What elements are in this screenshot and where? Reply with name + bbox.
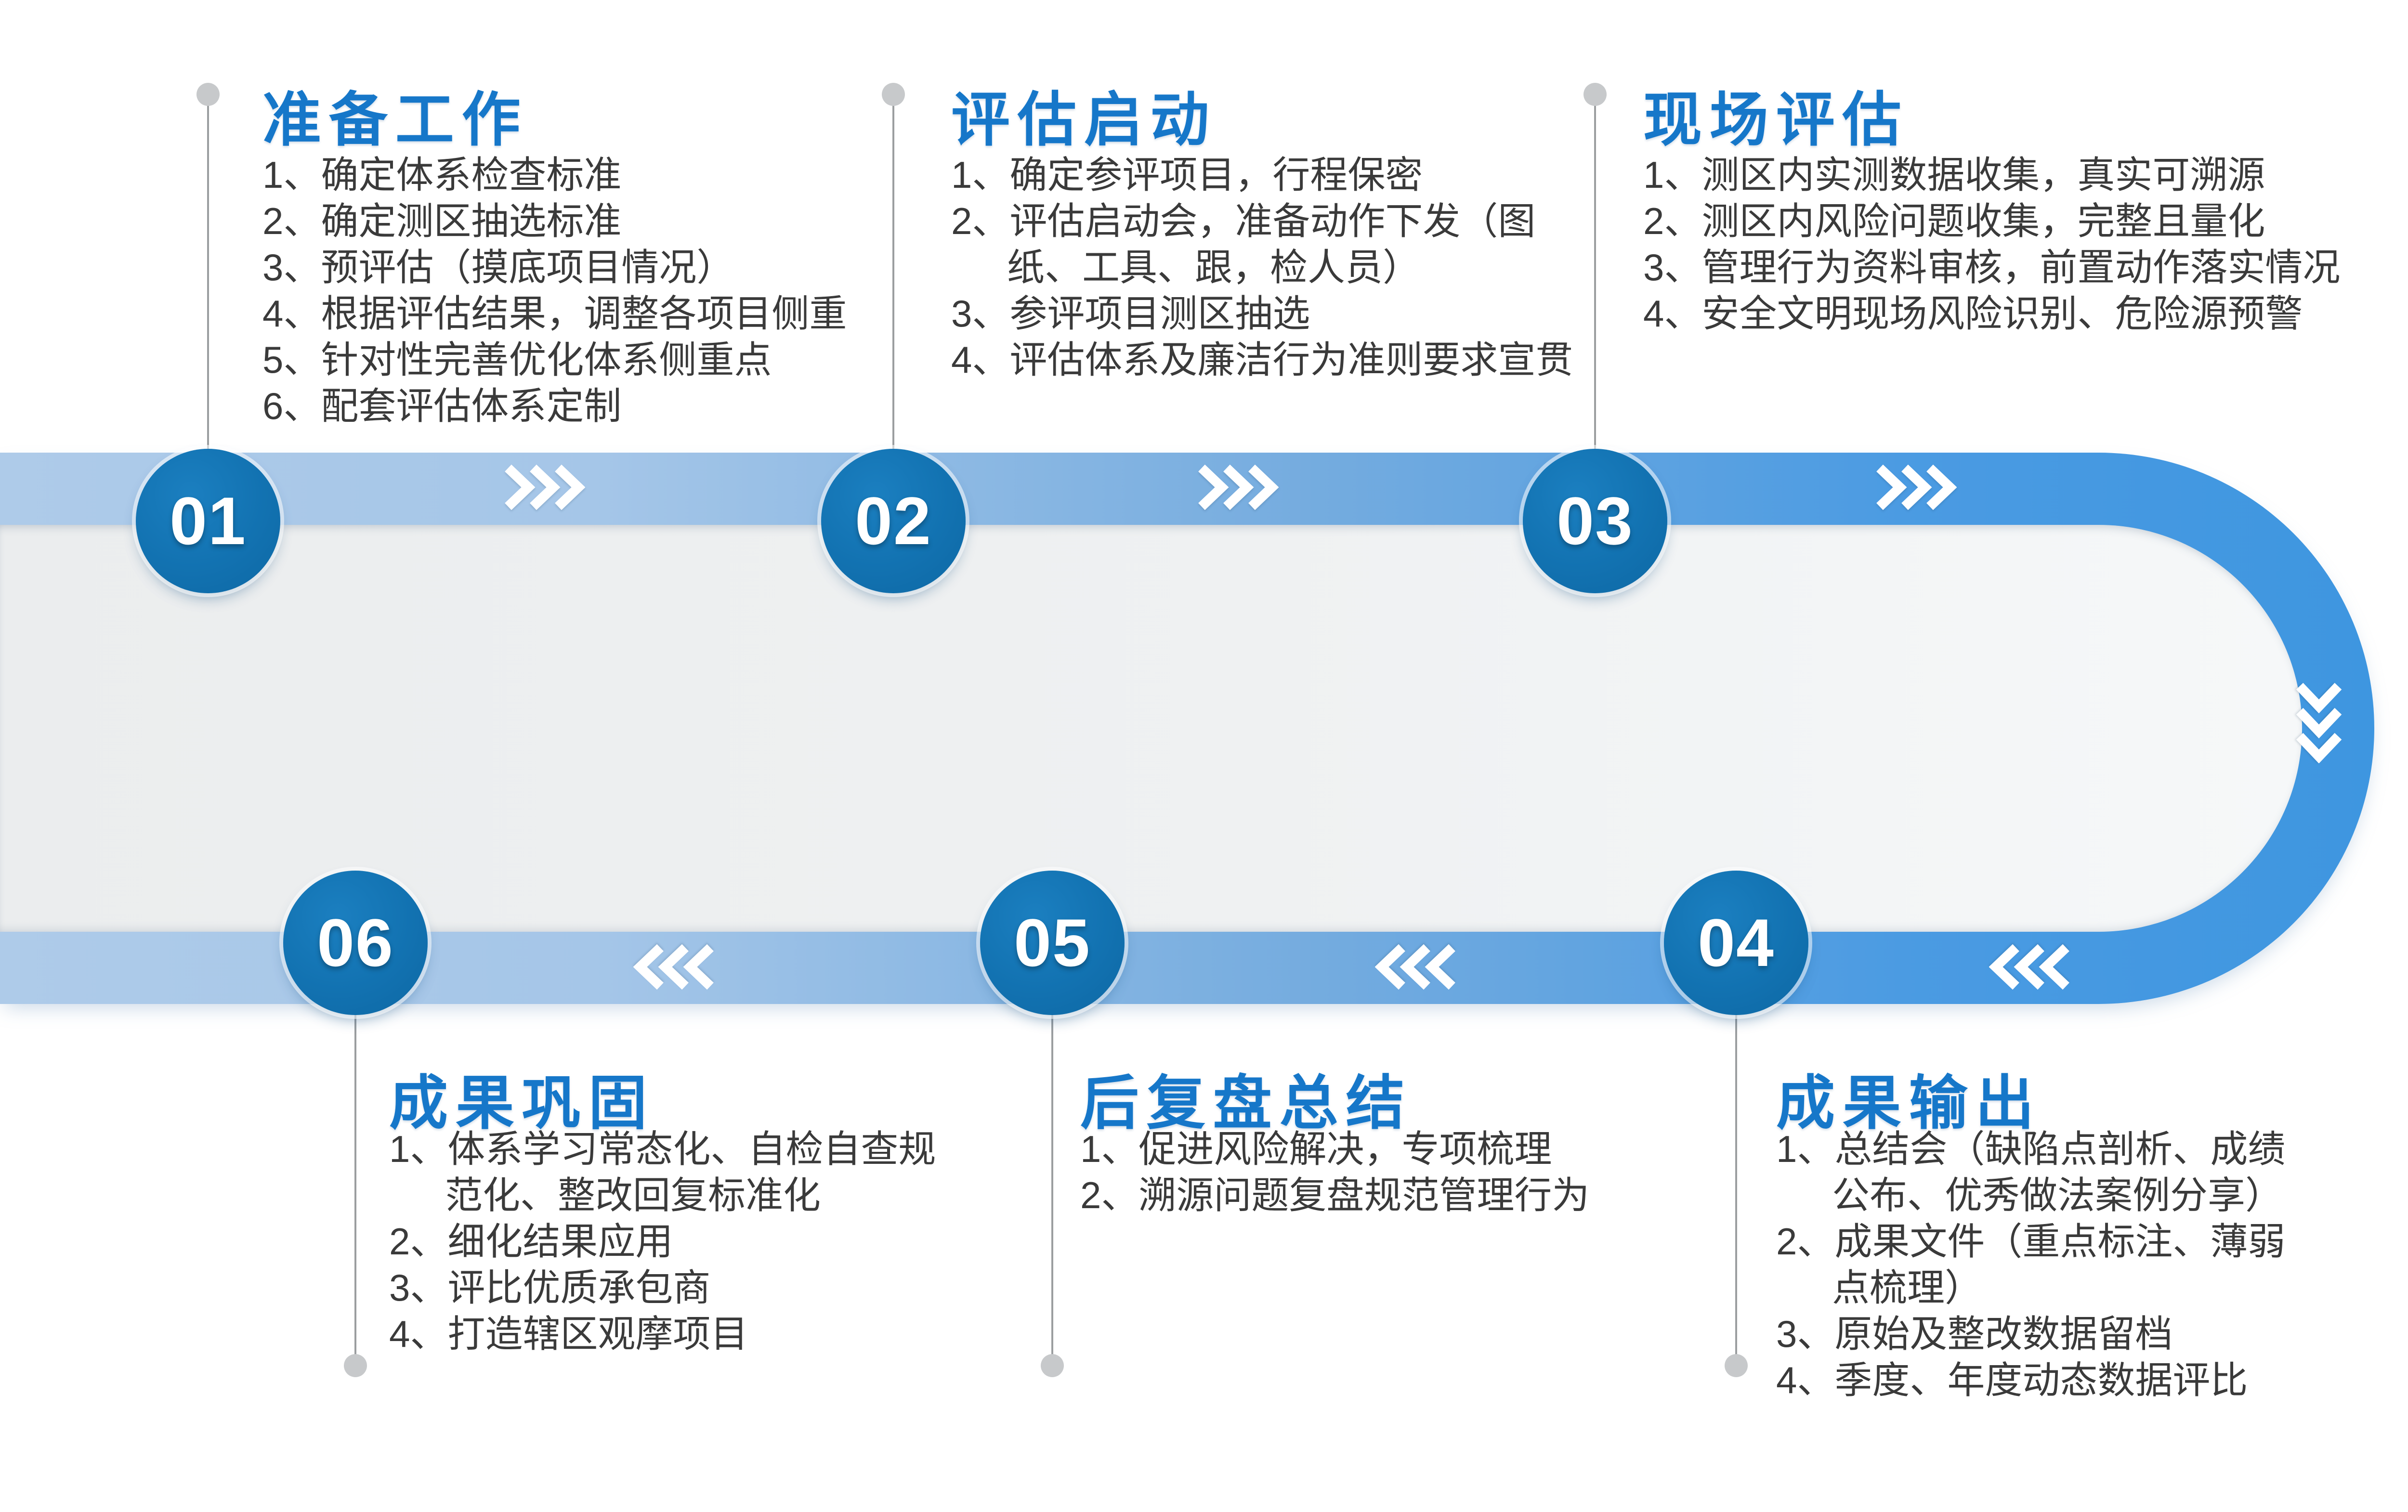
chevron-left-icon xyxy=(633,944,715,990)
connector-line xyxy=(207,94,209,523)
stage-item: 4、评估体系及廉洁行为准则要求宣贯 xyxy=(951,339,1573,381)
process-track-interior xyxy=(0,525,2302,932)
chevron-down-icon xyxy=(2296,681,2342,763)
stage-item: 2、确定测区抽选标准 xyxy=(262,200,622,242)
connector-dot xyxy=(1041,1354,1064,1377)
stage-item: 2、评估启动会，准备动作下发（图纸、工具、跟，检人员） xyxy=(951,200,1536,288)
stage-item: 2、细化结果应用 xyxy=(389,1220,673,1263)
stage-item-list: 1、测区内实测数据收集，真实可溯源 2、测区内风险问题收集，完整且量化 3、管理… xyxy=(1643,152,2375,337)
step-node-04: 04 xyxy=(1664,871,1808,1015)
stage-title-kickoff: 评估启动 xyxy=(951,87,1217,153)
stage-item-list: 1、体系学习常态化、自检自查规范化、整改回复标准化 2、细化结果应用 3、评比优… xyxy=(389,1126,953,1357)
stage-title-preparation: 准备工作 xyxy=(262,87,528,153)
stage-item: 4、打造辖区观摩项目 xyxy=(389,1313,748,1355)
chevron-left-icon xyxy=(1989,944,2071,990)
stage-item: 1、测区内实测数据收集，真实可溯源 xyxy=(1643,154,2265,196)
connector-dot xyxy=(344,1354,367,1377)
step-node-03: 03 xyxy=(1523,449,1667,593)
step-node-05: 05 xyxy=(980,871,1125,1015)
step-node-06: 06 xyxy=(283,871,428,1015)
connector-dot xyxy=(1584,83,1607,106)
step-number: 03 xyxy=(1557,483,1634,559)
chevron-left-icon xyxy=(1375,944,1457,990)
stage-item: 3、管理行为资料审核，前置动作落实情况 xyxy=(1643,246,2341,288)
stage-item: 1、总结会（缺陷点剖析、成绩公布、优秀做法案例分享） xyxy=(1776,1128,2286,1216)
chevron-right-icon xyxy=(1197,464,1279,510)
connector-line xyxy=(892,94,894,523)
step-number: 01 xyxy=(170,483,247,559)
stage-item: 5、针对性完善优化体系侧重点 xyxy=(262,339,772,381)
connector-line xyxy=(354,943,356,1355)
stage-item: 1、体系学习常态化、自检自查规范化、整改回复标准化 xyxy=(389,1128,936,1216)
chevron-right-icon xyxy=(503,464,585,510)
stage-item-list: 1、确定参评项目，行程保密 2、评估启动会，准备动作下发（图纸、工具、跟，检人员… xyxy=(951,152,1592,383)
step-number: 05 xyxy=(1014,905,1091,980)
stage-item: 3、预评估（摸底项目情况） xyxy=(262,246,734,288)
connector-dot xyxy=(882,83,905,106)
stage-title-review-summary: 后复盘总结 xyxy=(1080,1070,1413,1136)
connector-dot xyxy=(196,83,220,106)
connector-line xyxy=(1051,943,1053,1355)
stage-item: 3、参评项目测区抽选 xyxy=(951,292,1310,335)
stage-item: 1、促进风险解决，专项梳理 xyxy=(1080,1128,1552,1170)
stage-item: 6、配套评估体系定制 xyxy=(262,385,622,427)
stage-title-onsite-evaluation: 现场评估 xyxy=(1643,87,1909,153)
stage-title-results-consolidation: 成果巩固 xyxy=(389,1070,655,1136)
stage-item-list: 1、促进风险解决，专项梳理 2、溯源问题复盘规范管理行为 xyxy=(1080,1126,1754,1218)
step-node-01: 01 xyxy=(136,449,280,593)
stage-item: 4、安全文明现场风险识别、危险源预警 xyxy=(1643,292,2303,335)
chevron-right-icon xyxy=(1875,464,1957,510)
stage-title-results-output: 成果输出 xyxy=(1776,1070,2042,1136)
connector-line xyxy=(1735,943,1737,1355)
stage-item: 2、溯源问题复盘规范管理行为 xyxy=(1080,1174,1590,1216)
connector-line xyxy=(1594,94,1596,523)
step-node-02: 02 xyxy=(821,449,966,593)
stage-item: 2、测区内风险问题收集，完整且量化 xyxy=(1643,200,2265,242)
step-number: 02 xyxy=(855,483,932,559)
step-number: 06 xyxy=(317,905,394,980)
step-number: 04 xyxy=(1698,905,1775,980)
stage-item: 1、确定参评项目，行程保密 xyxy=(951,154,1423,196)
stage-item: 4、季度、年度动态数据评比 xyxy=(1776,1359,2248,1401)
stage-item-list: 1、总结会（缺陷点剖析、成绩公布、优秀做法案例分享） 2、成果文件（重点标注、薄… xyxy=(1776,1126,2301,1403)
stage-item: 2、成果文件（重点标注、薄弱点梳理） xyxy=(1776,1220,2286,1309)
stage-item-list: 1、确定体系检查标准 2、确定测区抽选标准 3、预评估（摸底项目情况） 4、根据… xyxy=(262,152,889,429)
stage-item: 4、根据评估结果，调整各项目侧重 xyxy=(262,292,847,335)
stage-item: 1、确定体系检查标准 xyxy=(262,154,622,196)
stage-item: 3、评比优质承包商 xyxy=(389,1266,711,1309)
connector-dot xyxy=(1725,1354,1748,1377)
stage-item: 3、原始及整改数据留档 xyxy=(1776,1313,2173,1355)
